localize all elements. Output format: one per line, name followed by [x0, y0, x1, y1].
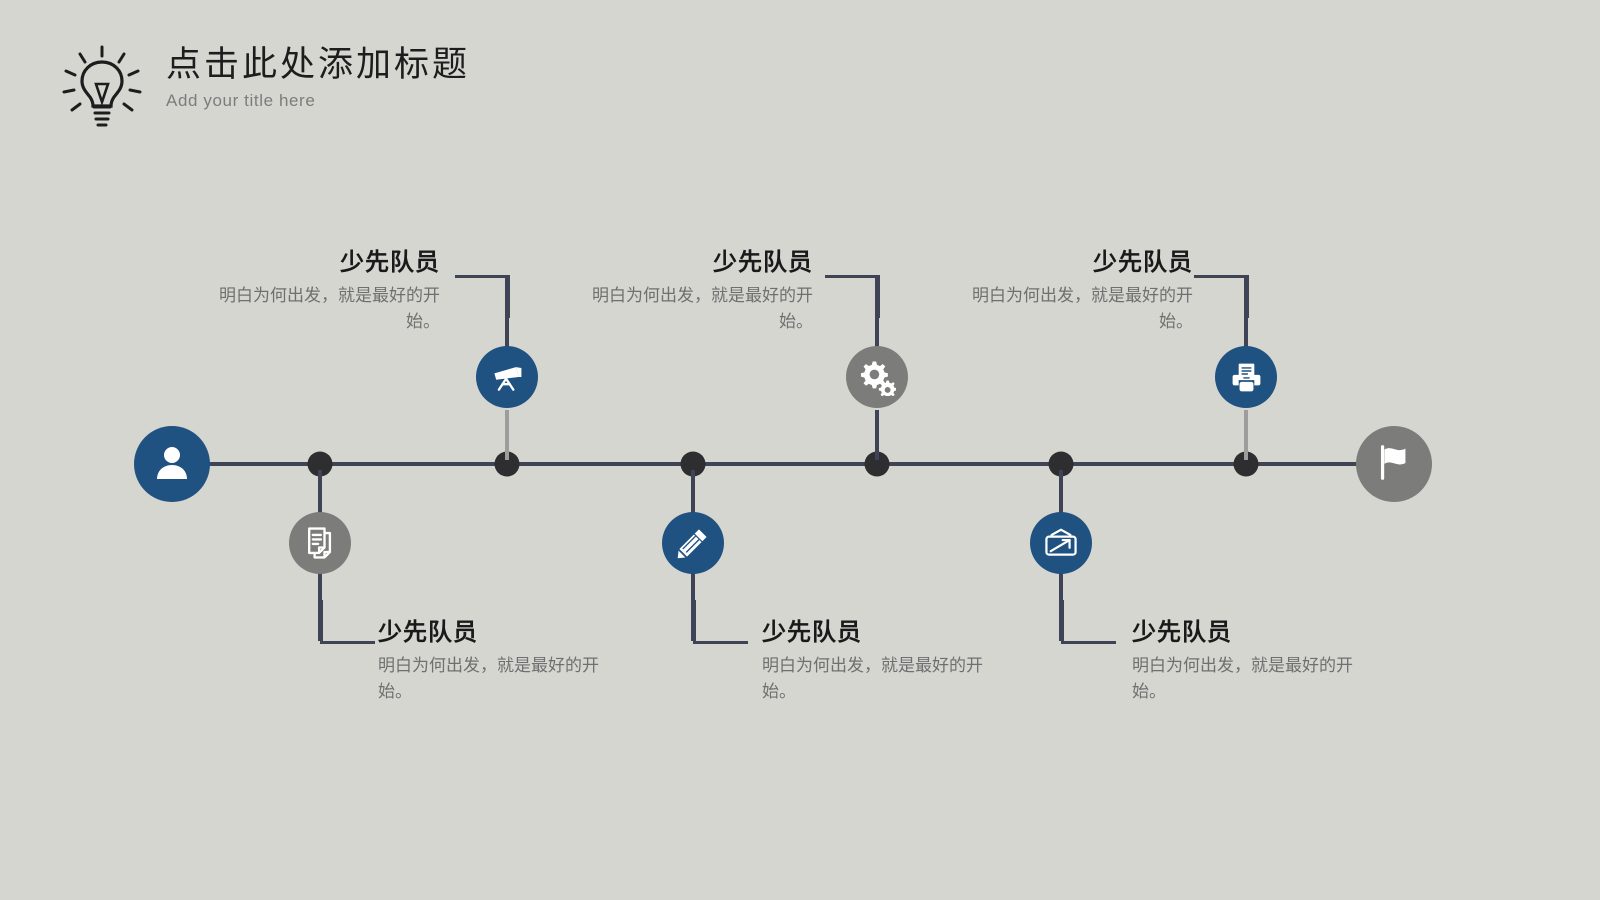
- telescope-icon: [489, 359, 525, 395]
- connector-riser: [505, 410, 509, 460]
- node-body: 明白为何出发，就是最好的开始。: [1132, 655, 1353, 703]
- timeline-text-block: 少先队员 明白为何出发，就是最好的开始。: [762, 618, 1012, 705]
- connector-elbow: [693, 600, 748, 644]
- timeline-axis: [208, 462, 1388, 466]
- timeline-start-node[interactable]: [134, 426, 210, 502]
- node-icon-presentation-board[interactable]: [1030, 512, 1092, 574]
- timeline-text-block: 少先队员 明白为何出发，就是最好的开始。: [943, 248, 1193, 335]
- lightbulb-icon: [60, 40, 144, 132]
- pencil-icon: [676, 526, 710, 560]
- node-heading: 少先队员: [1132, 618, 1232, 646]
- connector-riser: [1059, 470, 1063, 515]
- node-body: 明白为何出发，就是最好的开始。: [219, 285, 440, 333]
- presentation-board-icon: [1043, 527, 1079, 560]
- connector-riser: [875, 410, 879, 460]
- node-icon-pencil[interactable]: [662, 512, 724, 574]
- node-body: 明白为何出发，就是最好的开始。: [378, 655, 599, 703]
- connector-elbow: [1194, 275, 1249, 318]
- connector-elbow: [455, 275, 510, 318]
- page-title: 点击此处添加标题: [166, 45, 471, 85]
- flag-icon: [1374, 442, 1414, 487]
- connector-riser: [318, 470, 322, 515]
- connector-riser: [1244, 410, 1248, 460]
- node-heading: 少先队员: [713, 248, 813, 276]
- timeline-text-block: 少先队员 明白为何出发，就是最好的开始。: [563, 248, 813, 335]
- node-icon-telescope[interactable]: [476, 346, 538, 408]
- connector-elbow: [1061, 600, 1116, 644]
- header-text-group: 点击此处添加标题 Add your title here: [166, 46, 470, 111]
- gears-icon: [858, 358, 896, 396]
- node-body: 明白为何出发，就是最好的开始。: [972, 285, 1193, 333]
- printer-icon: [1229, 361, 1264, 394]
- node-icon-documents[interactable]: [289, 512, 351, 574]
- connector-elbow: [825, 275, 880, 318]
- timeline-text-block: 少先队员 明白为何出发，就是最好的开始。: [378, 618, 628, 705]
- node-body: 明白为何出发，就是最好的开始。: [762, 655, 983, 703]
- node-heading: 少先队员: [378, 618, 478, 646]
- node-heading: 少先队员: [1093, 248, 1193, 276]
- timeline-text-block: 少先队员 明白为何出发，就是最好的开始。: [190, 248, 440, 335]
- user-icon: [152, 442, 192, 487]
- page-subtitle: Add your title here: [166, 90, 316, 110]
- node-icon-printer[interactable]: [1215, 346, 1277, 408]
- timeline-end-node[interactable]: [1356, 426, 1432, 502]
- slide-header: 点击此处添加标题 Add your title here: [60, 38, 470, 132]
- node-heading: 少先队员: [340, 248, 440, 276]
- connector-riser: [691, 470, 695, 515]
- timeline-text-block: 少先队员 明白为何出发，就是最好的开始。: [1132, 618, 1382, 705]
- node-heading: 少先队员: [762, 618, 862, 646]
- node-icon-gears[interactable]: [846, 346, 908, 408]
- node-body: 明白为何出发，就是最好的开始。: [592, 285, 813, 333]
- documents-icon: [302, 525, 338, 561]
- connector-elbow: [320, 600, 375, 644]
